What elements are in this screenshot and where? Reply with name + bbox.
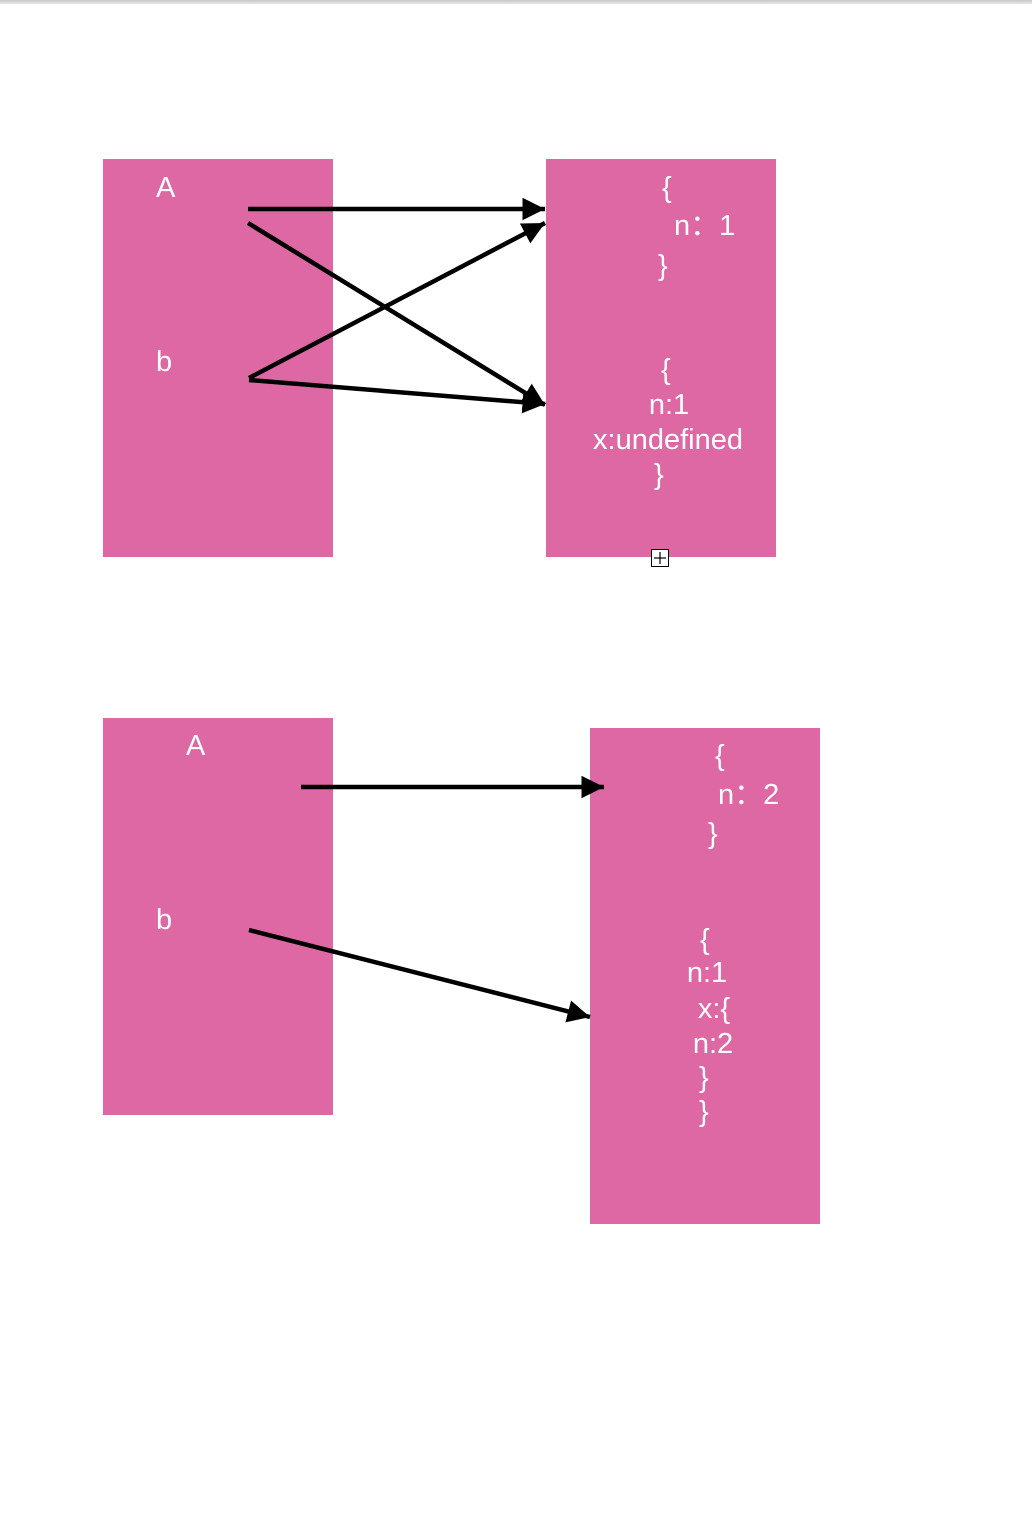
diagram2-object2-n: n:1 <box>686 957 728 989</box>
arrow-d1-a-to-object2 <box>246 221 547 407</box>
diagram1-label-a: A <box>156 172 176 204</box>
diagram2-object2-inner-n: n:2 <box>692 1028 734 1060</box>
diagram1-variables-box <box>103 159 333 557</box>
diagram2-object1-open: { <box>715 740 725 772</box>
window-top-edge <box>0 0 1032 4</box>
diagram1-label-b: b <box>156 346 173 378</box>
arrow-d1-b-to-object1 <box>247 221 547 380</box>
diagram2-label-a: A <box>186 730 206 762</box>
diagram1-object2-open: { <box>661 354 671 386</box>
diagram2-variables-box <box>103 718 333 1115</box>
diagram2-objects-box <box>590 728 820 1224</box>
diagram1-objects-box <box>546 159 776 557</box>
diagram1-object1-open: { <box>662 172 672 204</box>
diagram1-object1-close: } <box>658 250 668 282</box>
diagram2-object1-close: } <box>708 818 718 850</box>
diagram2-object2-x: x:{ <box>697 993 731 1025</box>
diagram1-object1-n: n：1 <box>674 210 736 242</box>
diagram2-object1-n: n：2 <box>718 779 780 811</box>
diagram1-object2-close: } <box>654 459 664 491</box>
diagram2-object2-open: { <box>700 924 710 956</box>
plus-square-icon[interactable] <box>651 549 669 567</box>
diagram2-object2-close: } <box>699 1096 709 1128</box>
diagram2-label-b: b <box>156 904 173 936</box>
arrow-d1-b-to-object2 <box>248 377 546 414</box>
diagram2-object2-inner-close: } <box>699 1062 709 1094</box>
diagram1-object2-n: n:1 <box>648 389 690 421</box>
diagram1-object2-x: x:undefined <box>593 424 743 456</box>
arrow-d2-b-to-object2 <box>248 927 591 1023</box>
